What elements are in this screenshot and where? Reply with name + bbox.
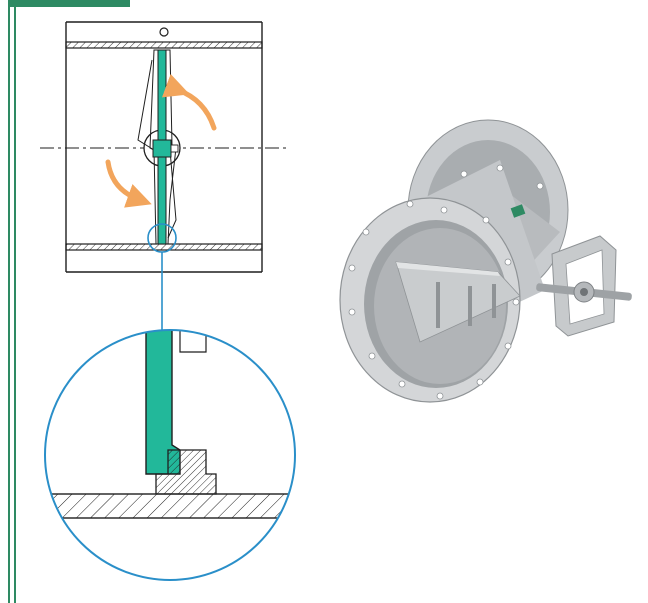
damper-render xyxy=(339,119,632,403)
frame-top-tab xyxy=(8,0,130,10)
seal-detail xyxy=(44,329,296,581)
damper-section xyxy=(40,21,290,334)
frame-left-border xyxy=(8,0,18,603)
